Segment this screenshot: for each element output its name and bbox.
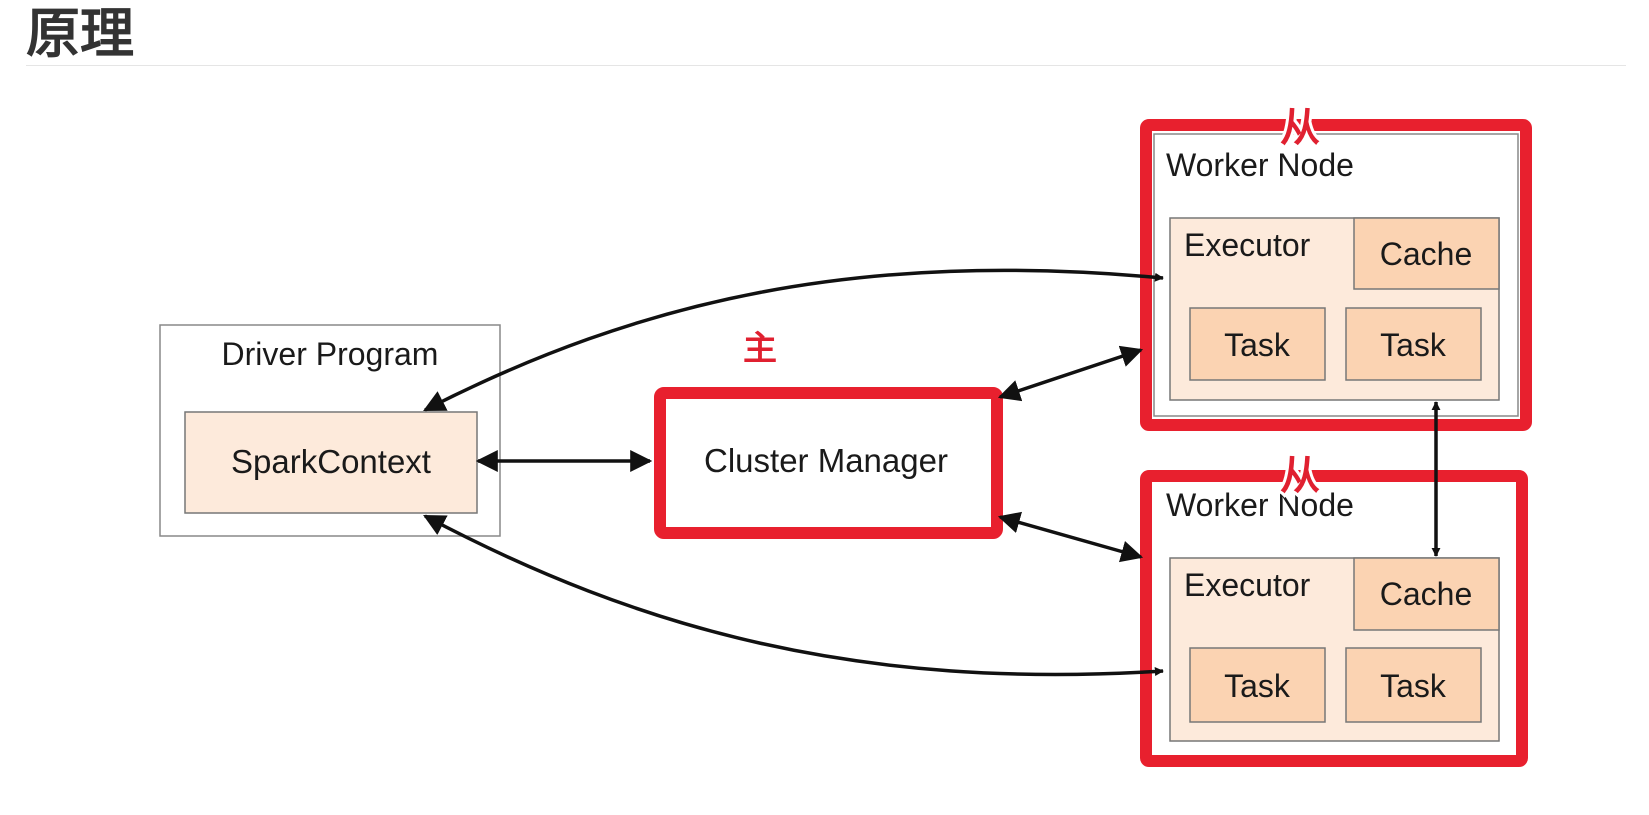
- cache-1-label: Cache: [1380, 236, 1473, 272]
- arrow-driver-to-worker-2: [423, 514, 1164, 677]
- task-1a-label: Task: [1224, 327, 1291, 363]
- cache-2-label: Cache: [1380, 576, 1473, 612]
- slave-annotation-1: 从: [1280, 105, 1320, 151]
- executor-1-label: Executor: [1184, 227, 1311, 263]
- cache-2-box: [1353, 557, 1500, 631]
- cluster-manager-box: Cluster Manager: [654, 387, 1003, 539]
- arrow-cluster-manager-worker-2: [997, 511, 1144, 563]
- worker-node-2: Worker Node Executor Cache Task Task: [1140, 470, 1528, 767]
- worker-node-1-label: Worker Node: [1166, 147, 1354, 183]
- page-title: 原理: [26, 2, 134, 65]
- driver-program-label: Driver Program: [222, 336, 439, 372]
- driver-program-box: Driver Program SparkContext: [159, 324, 501, 537]
- task-1b-label: Task: [1380, 327, 1447, 363]
- arrow-driver-to-worker-1: [423, 268, 1164, 412]
- master-annotation: 主: [743, 329, 777, 369]
- worker-node-1: Worker Node Executor Cache Task Task: [1140, 119, 1532, 431]
- cluster-manager-label: Cluster Manager: [704, 442, 948, 479]
- cache-1-box: [1353, 217, 1500, 290]
- task-2b-label: Task: [1380, 668, 1447, 704]
- task-2b-box: [1345, 647, 1482, 723]
- arrow-cluster-manager-worker-1: [997, 345, 1144, 402]
- task-1a-box: [1189, 307, 1326, 381]
- title-divider: [26, 65, 1626, 66]
- worker-node-2-label: Worker Node: [1166, 487, 1354, 523]
- sparkcontext-label: SparkContext: [231, 443, 431, 480]
- task-2a-label: Task: [1224, 668, 1291, 704]
- task-2a-box: [1189, 647, 1326, 723]
- task-1b-box: [1345, 307, 1482, 381]
- executor-2-label: Executor: [1184, 567, 1311, 603]
- slave-annotation-2: 从: [1280, 453, 1320, 499]
